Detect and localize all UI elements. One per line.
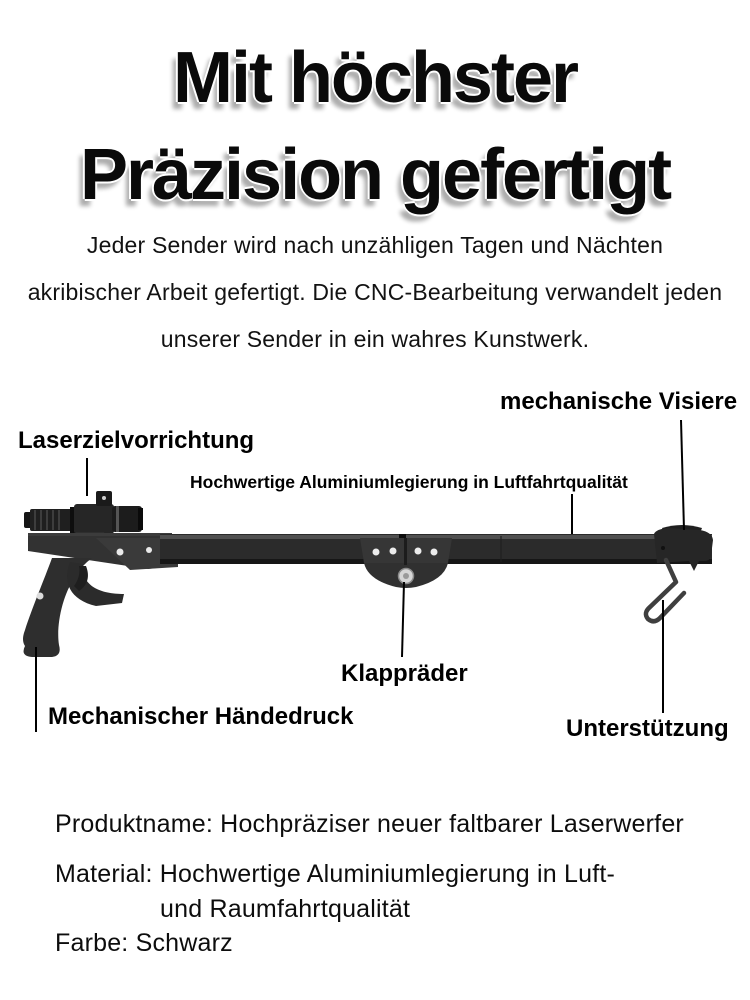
spec-material-line2: und Raumfahrtqualität (160, 895, 411, 923)
label-mechanischer-haendedruck: Mechanischer Händedruck (48, 703, 354, 730)
callout-line-klapp (401, 581, 405, 658)
rivet (146, 547, 152, 553)
label-aluminiumlegierung: Hochwertige Aluminiumlegierung in Luftfa… (190, 472, 628, 492)
callout-lines (35, 419, 685, 732)
intro-line: akribischer Arbeit gefertigt. Die CNC-Be… (27, 279, 723, 305)
product-image (23, 491, 713, 657)
rivet (116, 548, 124, 556)
trigger (74, 566, 88, 591)
support-stand (643, 557, 687, 624)
intro-line: Jeder Sender wird nach unzähligen Tagen … (86, 232, 664, 258)
rivet (414, 547, 422, 555)
rivet (430, 548, 438, 556)
trigger-guard (67, 562, 124, 606)
spec-produktname: Produktname: Hochpräziser neuer faltbare… (55, 810, 684, 838)
rivet (389, 547, 397, 555)
label-mechanische-visiere: mechanische Visiere (500, 388, 738, 415)
intro-line: unserer Sender in ein wahres Kunstwerk. (160, 326, 590, 352)
muzzle-block (654, 525, 713, 571)
label-laserzielvorrichtung: Laserzielvorrichtung (18, 427, 255, 454)
page-title-line2: Präzision gefertigt (79, 135, 672, 215)
folding-hinge (360, 538, 452, 588)
callout-line-visiere (680, 419, 685, 531)
receiver-frame (28, 533, 178, 570)
pistol-grip (23, 558, 92, 657)
page-title: Mit höchster Präzision gefertigt (0, 30, 750, 224)
spec-farbe: Farbe: Schwarz (55, 929, 233, 957)
intro-paragraph: Jeder Sender wird nach unzähligen Tagen … (0, 222, 750, 363)
product-diagram (23, 419, 713, 732)
rivet (36, 592, 44, 600)
spec-material-line1: Material: Hochwertige Aluminiumlegierung… (55, 860, 616, 888)
page-title-line1: Mit höchster (172, 38, 579, 118)
label-klappraeder: Klappräder (341, 660, 468, 687)
label-unterstuetzung: Unterstützung (566, 715, 729, 742)
rivet (372, 548, 380, 556)
